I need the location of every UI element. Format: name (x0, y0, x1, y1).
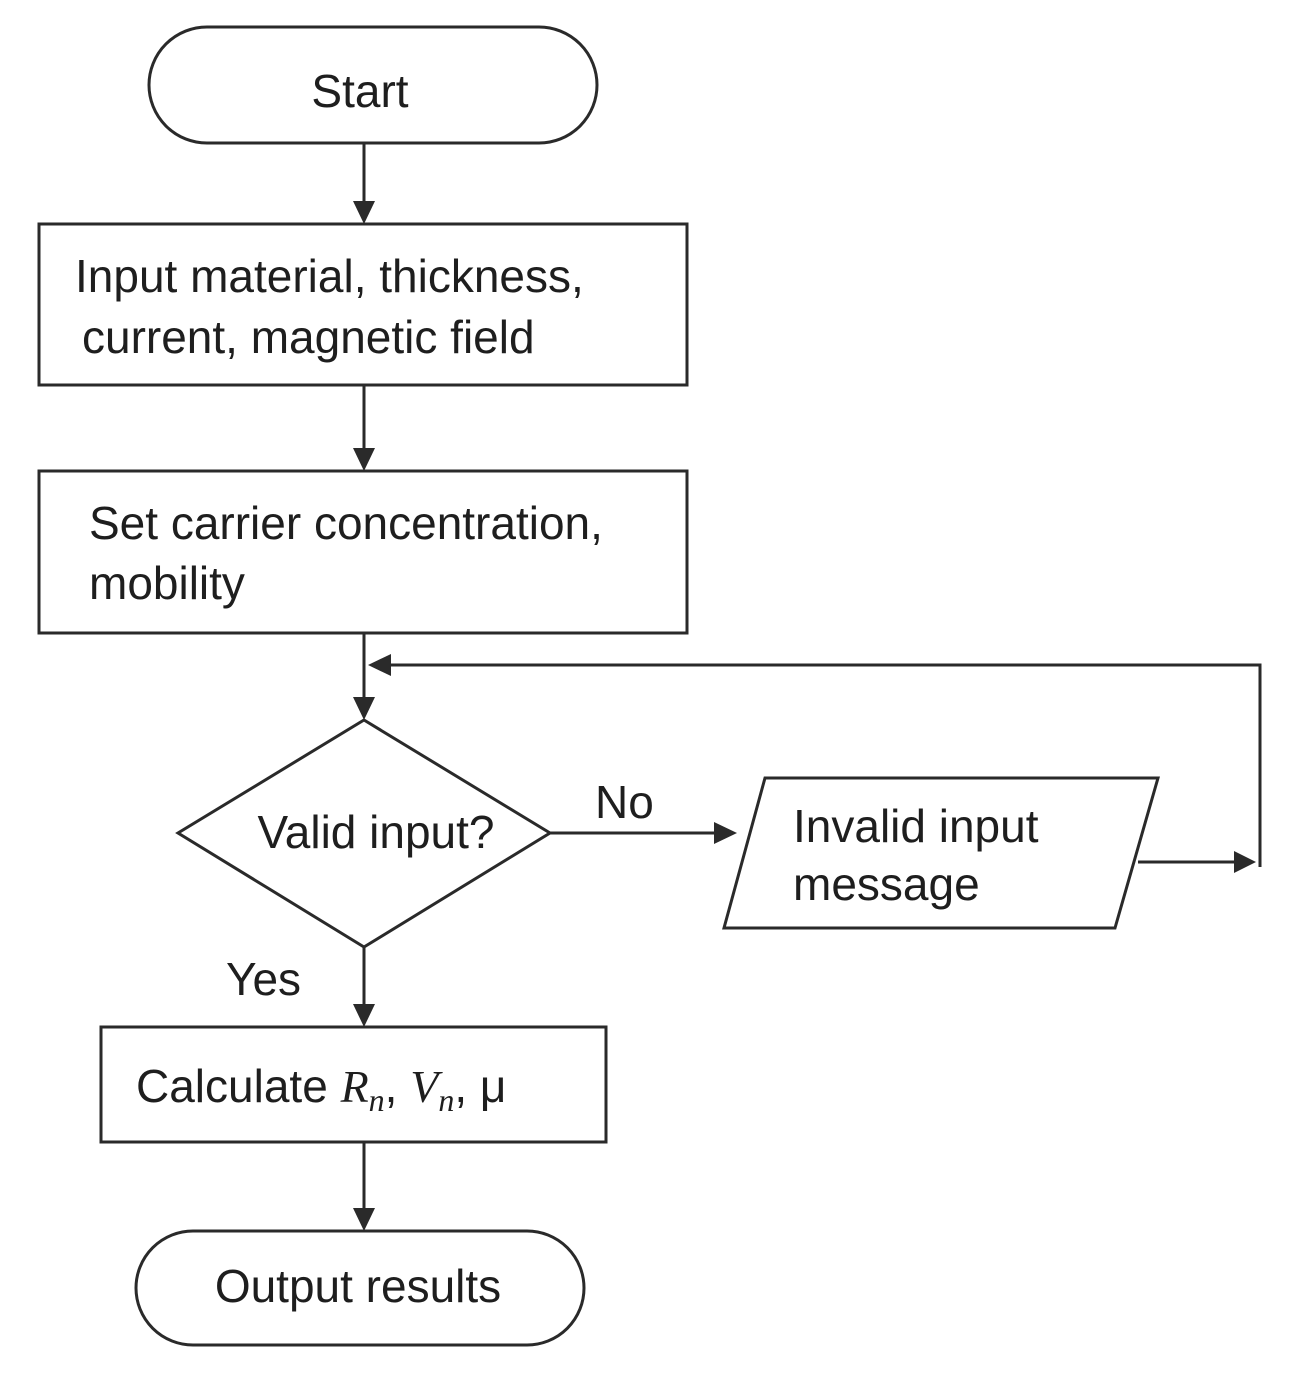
arrowhead-icon (353, 697, 375, 720)
arrowhead-icon (1234, 851, 1256, 873)
calculate-box (99, 1025, 608, 1144)
start-node: Start (147, 25, 599, 145)
connector-start-to-input (353, 143, 375, 224)
output-terminal-shape (134, 1229, 586, 1347)
start-terminal-shape (147, 25, 599, 145)
invalid-message-line-1: Invalid input (793, 800, 1039, 852)
connector-set-to-decision (353, 633, 375, 720)
decision-node: Valid input? (175, 718, 553, 949)
output-label: Output results (215, 1260, 501, 1312)
input-process-box (37, 222, 689, 387)
arrowhead-icon (714, 822, 737, 844)
v-symbol: V (410, 1061, 443, 1112)
set-parameters-line-2: mobility (89, 557, 245, 609)
input-process-line-1: Input material, thickness, (75, 250, 584, 302)
output-node: Output results (134, 1229, 586, 1347)
connector-input-to-set (353, 385, 375, 471)
connector-yes-branch (353, 947, 375, 1027)
yes-branch-label: Yes (226, 953, 301, 1005)
calculate-label: Calculate Rn, Vn, μ (136, 1060, 506, 1118)
arrowhead-icon (353, 1208, 375, 1231)
set-parameters-line-1: Set carrier concentration, (89, 497, 603, 549)
calculate-node: Calculate Rn, Vn, μ (99, 1025, 608, 1144)
no-branch-label: No (595, 776, 654, 828)
invalid-message-node: Invalid input message (722, 776, 1160, 930)
start-label: Start (311, 65, 408, 117)
set-parameters-box (37, 469, 689, 635)
arrowhead-icon (353, 201, 375, 224)
arrowhead-icon (353, 448, 375, 471)
v-subscript: n (438, 1082, 454, 1118)
input-process-node: Input material, thickness, current, magn… (37, 222, 689, 387)
connector-calculate-to-output (353, 1142, 375, 1231)
invalid-message-parallelogram (722, 776, 1160, 930)
set-parameters-node: Set carrier concentration, mobility (37, 469, 689, 635)
r-symbol: R (340, 1061, 369, 1112)
invalid-message-line-2: message (793, 858, 980, 910)
arrowhead-icon (353, 1004, 375, 1027)
calculate-prefix: Calculate (136, 1060, 341, 1112)
connector-loop-back (368, 654, 1262, 873)
mu-symbol: μ (480, 1060, 507, 1112)
separator-1: , (385, 1060, 411, 1112)
decision-label: Valid input? (258, 806, 495, 858)
input-process-line-2: current, magnetic field (82, 311, 535, 363)
r-subscript: n (369, 1082, 385, 1118)
arrowhead-icon (368, 654, 391, 676)
connector-no-branch (550, 822, 737, 844)
separator-2: , (454, 1060, 480, 1112)
